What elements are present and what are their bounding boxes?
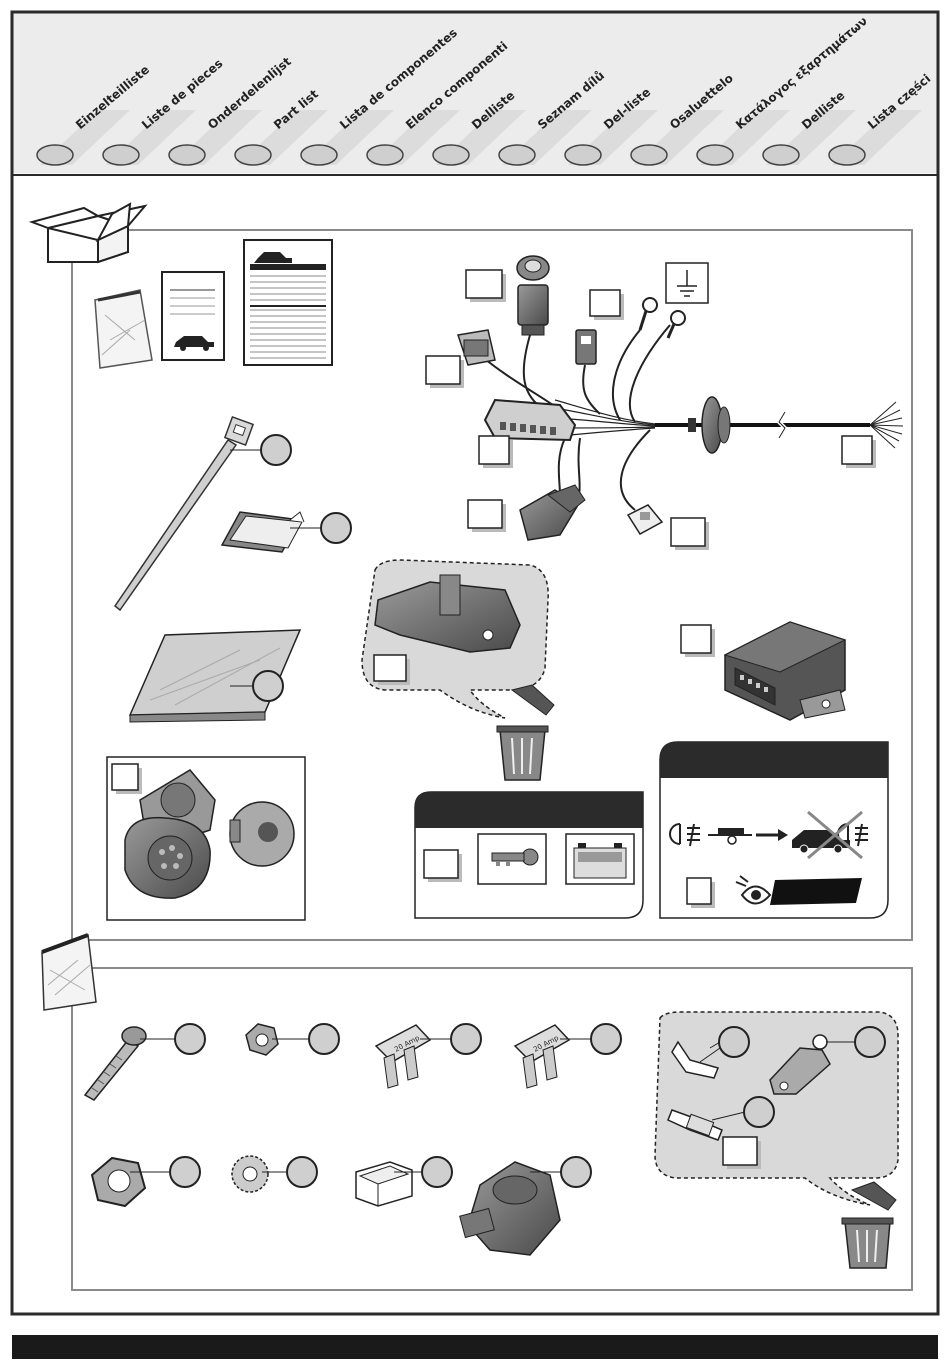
fog-lamp-panel	[660, 742, 888, 918]
callout-box-socket	[112, 764, 142, 794]
callout-box-cable-end	[842, 436, 876, 468]
disconnect-battery-panel	[415, 792, 643, 918]
socket-gasket	[230, 802, 294, 866]
ground-symbol-icon	[666, 263, 708, 303]
battery-icon	[566, 834, 634, 884]
footer-bar	[12, 1335, 938, 1359]
callout-box-battery	[424, 850, 462, 882]
callout-box-round-plug	[466, 270, 506, 302]
callout-box-bottom-plug	[468, 500, 506, 532]
callout-box-control-module	[681, 625, 715, 657]
check-display-bar	[770, 878, 862, 905]
ignition-key-icon	[478, 834, 546, 884]
callout-box-small-plug-right	[671, 518, 709, 550]
callout-box-multi-pin	[479, 436, 513, 468]
callout-box-small-plug-left	[426, 356, 464, 388]
trailer-socket-box	[107, 757, 305, 920]
lock-washer	[232, 1156, 268, 1192]
callout-box-terminals	[723, 1137, 761, 1169]
callout-box-small-plug-center	[590, 290, 624, 320]
instruction-leaflet-small	[162, 272, 224, 360]
callout-box-fog	[687, 878, 715, 908]
discard-bubble-terminals	[655, 1012, 898, 1205]
callout-box-bracket	[374, 655, 410, 685]
instruction-manual-large	[244, 240, 332, 365]
small-plug-connector-center	[576, 330, 596, 364]
round-plug-connector	[517, 256, 549, 335]
multi-pin-connector	[485, 400, 575, 440]
